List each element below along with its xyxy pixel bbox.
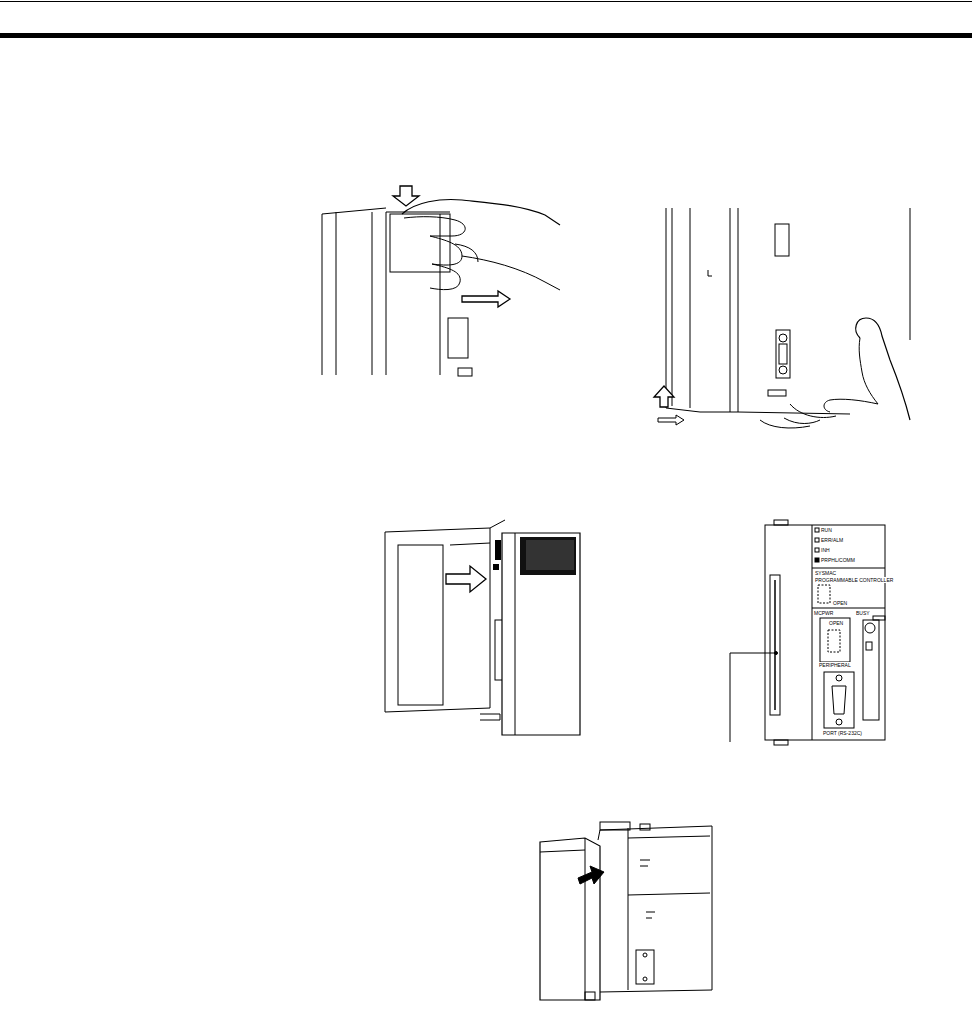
header-bar — [0, 33, 972, 38]
part-label: PORT (RS-232C) — [822, 730, 863, 736]
figure-push-bottom — [654, 208, 910, 428]
part-label: PROGRAMMABLE CONTROLLER — [814, 577, 894, 583]
figure-attach-cover — [540, 822, 712, 1000]
header-rule — [0, 1, 972, 2]
figure-slide-cover — [385, 520, 580, 735]
figure-press-tab — [322, 186, 560, 376]
part-label: OPEN — [832, 600, 848, 606]
part-label: MCPWR — [813, 610, 834, 616]
part-label: OPEN — [828, 620, 844, 626]
part-label: PRPHL/COMM — [820, 557, 856, 563]
part-label: BUSY — [855, 610, 871, 616]
part-label: SYSMAC — [814, 570, 837, 576]
figure-front-view — [730, 520, 885, 745]
part-label: RUN — [820, 527, 833, 533]
part-label: INH — [820, 547, 831, 553]
part-label: ERR/ALM — [820, 537, 844, 543]
part-label: PERIPHERAL — [818, 662, 852, 668]
